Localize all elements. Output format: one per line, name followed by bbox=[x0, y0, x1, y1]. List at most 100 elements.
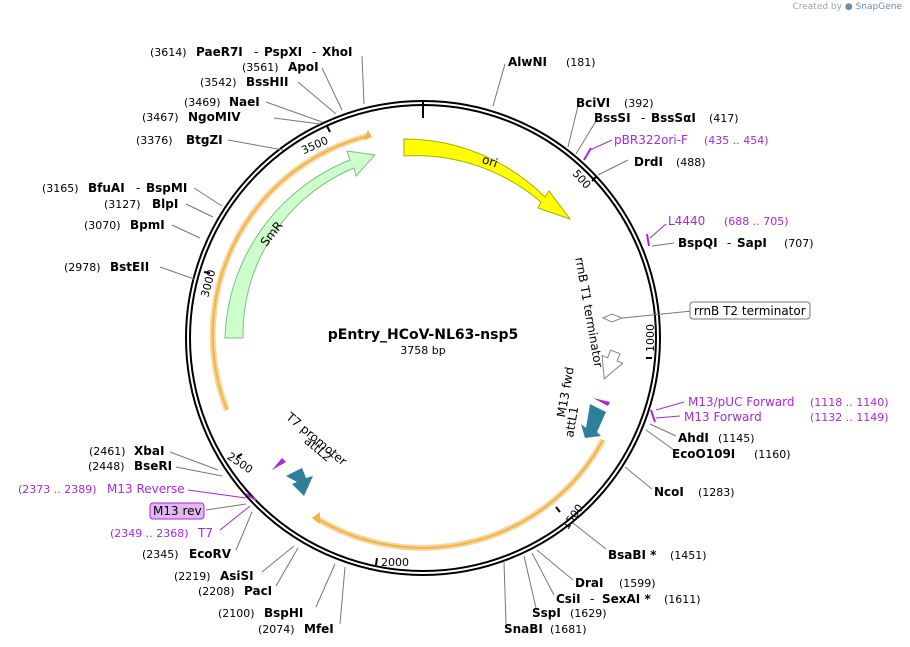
rrnb-t1-arrow-icon bbox=[601, 349, 624, 380]
attl1-label: attL1 bbox=[562, 405, 581, 438]
paci-pos: (2208) bbox=[198, 585, 235, 598]
ncoi-name: NcoI bbox=[654, 485, 684, 499]
naei-name: NaeI bbox=[229, 95, 260, 109]
mfei-name: MfeI bbox=[304, 622, 334, 636]
paer7i-name: PaeR7I bbox=[196, 45, 243, 59]
ahdi-leader bbox=[649, 423, 677, 437]
drai-pos: (1599) bbox=[619, 577, 656, 590]
csii-pos: (1611) bbox=[664, 593, 701, 606]
m13reverse-leader bbox=[187, 489, 247, 499]
bfuai-pos: (3165) bbox=[42, 182, 79, 195]
bsssi-pos: (417) bbox=[709, 112, 739, 125]
btgzi-leader bbox=[227, 139, 284, 151]
rrnb-t2-leader bbox=[621, 310, 693, 319]
pbr322-leader bbox=[589, 139, 613, 151]
snapgene-logo-icon: ● bbox=[844, 2, 853, 12]
bseri-name: BseRI bbox=[134, 459, 172, 473]
t7-name: T7 bbox=[197, 526, 213, 540]
ecorv-name: EcoRV bbox=[189, 547, 232, 561]
asisi-name: AsiSI bbox=[220, 569, 254, 583]
drai-leader bbox=[536, 549, 574, 581]
m13puc-name: M13/pUC Forward bbox=[688, 395, 795, 409]
paer7i-sep1: - bbox=[254, 45, 258, 59]
m13f-name: M13 Forward bbox=[684, 410, 762, 424]
ahdi-name: AhdI bbox=[678, 431, 709, 445]
orf-band-left bbox=[211, 135, 369, 411]
snabi-pos: (1681) bbox=[550, 623, 587, 636]
m13puc-primer-mark bbox=[650, 409, 656, 423]
m13rev-leader bbox=[205, 503, 247, 511]
m13reverse-pos: (2373 .. 2389) bbox=[18, 483, 97, 496]
m13reverse-primer-mark bbox=[245, 493, 257, 501]
orf-band-left-arrow bbox=[364, 130, 372, 140]
snabi-name: SnaBI bbox=[504, 622, 543, 636]
apoi-name: ApoI bbox=[288, 60, 319, 74]
alwni-pos: (181) bbox=[566, 56, 596, 69]
paci-leader bbox=[275, 547, 299, 587]
bsshii-leader bbox=[297, 81, 337, 115]
bsteii-pos: (2978) bbox=[64, 261, 101, 274]
bfuai-leader bbox=[193, 187, 223, 207]
attl1-feature bbox=[581, 404, 606, 438]
rrnb-t2-arrow-icon bbox=[601, 313, 624, 323]
m13rev-name: M13 rev bbox=[153, 504, 202, 518]
ecorv-pos: (2345) bbox=[142, 548, 179, 561]
tick-label-1000: 1000 bbox=[644, 324, 657, 352]
bspqi-leader bbox=[651, 242, 675, 247]
csii-sep: - bbox=[590, 592, 594, 606]
l4440-leader bbox=[649, 223, 667, 239]
bspqi-sep: - bbox=[727, 236, 731, 250]
bcivi-pos: (392) bbox=[624, 97, 654, 110]
apoi-pos: (3561) bbox=[242, 61, 279, 74]
csii-name: CsiI bbox=[556, 592, 581, 606]
bspqi-pos: (707) bbox=[784, 237, 814, 250]
t7-promoter-primer-icon bbox=[272, 458, 286, 470]
tick-3500 bbox=[326, 125, 331, 133]
alwni-leader bbox=[492, 63, 506, 107]
snabi-leader bbox=[503, 561, 507, 625]
rrnb-t2-label: rrnB T2 terminator bbox=[694, 304, 806, 318]
bpmi-pos: (3070) bbox=[84, 219, 121, 232]
drdi-name: DrdI bbox=[634, 155, 663, 169]
orf-band-left-glow bbox=[209, 133, 369, 412]
credit-brand: SnapGene bbox=[855, 2, 902, 12]
bfuai-name: BfuAI bbox=[88, 181, 125, 195]
tick-2500 bbox=[236, 453, 243, 458]
l4440-pos: (688 .. 705) bbox=[724, 215, 789, 228]
bsssi-name: BssSI bbox=[594, 111, 631, 125]
bcivi-leader bbox=[567, 105, 579, 148]
blpi-name: BlpI bbox=[152, 197, 178, 211]
mfei-pos: (2074) bbox=[258, 623, 295, 636]
bspqi-name2: SapI bbox=[737, 236, 767, 250]
bsabi-pos: (1451) bbox=[670, 549, 707, 562]
sspi-leader bbox=[523, 555, 537, 609]
m13-fwd-primer-icon bbox=[593, 398, 610, 406]
m13puc-pos: (1118 .. 1140) bbox=[810, 396, 889, 409]
plasmid-length: 3758 bp bbox=[400, 344, 445, 357]
paer7i-leader bbox=[361, 55, 365, 105]
mfei-leader bbox=[339, 566, 346, 625]
bsssi-leader bbox=[575, 120, 597, 155]
orf-band-bottom-arrow bbox=[312, 512, 320, 524]
paer7i-name3: XhoI bbox=[322, 45, 353, 59]
btgzi-name: BtgZI bbox=[186, 133, 223, 147]
t7-pos: (2349 .. 2368) bbox=[110, 527, 189, 540]
xbai-name: XbaI bbox=[134, 444, 164, 458]
naei-leader bbox=[265, 101, 323, 123]
attl2-feature bbox=[286, 468, 313, 496]
orf-band-bottom bbox=[315, 439, 604, 549]
pbr322-pos: (435 .. 454) bbox=[704, 134, 769, 147]
xbai-leader bbox=[169, 451, 219, 471]
bsteii-leader bbox=[159, 266, 195, 280]
drdi-pos: (488) bbox=[676, 156, 706, 169]
tick-2000 bbox=[375, 557, 378, 566]
bsphi-pos: (2100) bbox=[218, 607, 255, 620]
bpmi-name: BpmI bbox=[130, 218, 165, 232]
pbr322-primer-mark bbox=[583, 147, 592, 161]
drai-name: DraI bbox=[575, 576, 603, 590]
bsshii-name: BssHII bbox=[246, 75, 288, 89]
bsssi-name2: BssSαI bbox=[651, 111, 696, 125]
smr-feature bbox=[224, 150, 377, 339]
tick-3000 bbox=[203, 271, 211, 274]
ncoi-pos: (1283) bbox=[698, 486, 735, 499]
